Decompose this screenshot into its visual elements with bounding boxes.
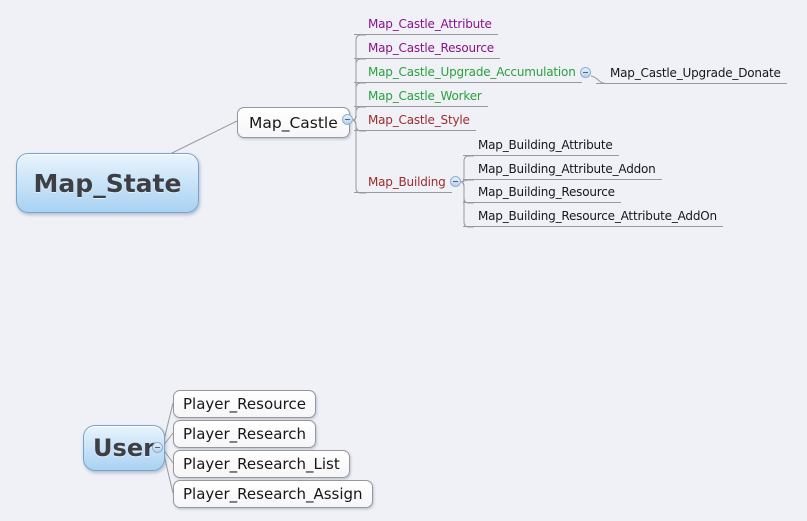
topic-label: Player_Research_Assign	[183, 485, 363, 503]
topic-map-building-attribute-addon[interactable]: Map_Building_Attribute_Addon	[463, 161, 662, 180]
topic-player-research[interactable]: Player_Research	[173, 420, 316, 448]
minus-glyph	[155, 447, 160, 448]
topic-map-castle-upgrade-donate[interactable]: Map_Castle_Upgrade_Donate	[596, 65, 787, 84]
topic-map-castle[interactable]: Map_Castle	[237, 107, 350, 138]
collapse-icon[interactable]	[450, 176, 461, 187]
collapse-icon[interactable]	[580, 67, 591, 78]
topic-player-research-list[interactable]: Player_Research_List	[173, 450, 350, 478]
topic-map-castle-style[interactable]: Map_Castle_Style	[354, 112, 476, 131]
topic-map-building-resource-attribute-addon[interactable]: Map_Building_Resource_Attribute_AddOn	[463, 208, 723, 227]
connector	[460, 179, 474, 183]
minus-glyph	[583, 72, 588, 73]
topic-map-building-attribute[interactable]: Map_Building_Attribute	[463, 137, 619, 156]
minus-glyph	[453, 181, 458, 182]
topic-map-castle-upgrade-accumulation[interactable]: Map_Castle_Upgrade_Accumulation	[354, 64, 582, 83]
topic-map-castle-worker[interactable]: Map_Castle_Worker	[354, 88, 488, 107]
topic-label: Player_Research_List	[183, 455, 340, 473]
topic-map-castle-attribute[interactable]: Map_Castle_Attribute	[354, 16, 498, 35]
minus-glyph	[345, 119, 350, 120]
topic-user[interactable]: User	[83, 425, 165, 471]
connector	[169, 120, 238, 155]
collapse-icon[interactable]	[342, 114, 353, 125]
topic-label: Player_Resource	[183, 395, 306, 413]
topic-label: User	[93, 434, 155, 462]
topic-map-state[interactable]: Map_State	[16, 153, 199, 213]
topic-map-castle-resource[interactable]: Map_Castle_Resource	[354, 40, 500, 59]
topic-label: Map_State	[33, 168, 182, 198]
topic-player-research-assign[interactable]: Player_Research_Assign	[173, 480, 373, 508]
collapse-icon[interactable]	[152, 442, 163, 453]
topic-map-building[interactable]: Map_Building	[354, 174, 452, 193]
topic-player-resource[interactable]: Player_Resource	[173, 390, 316, 418]
topic-map-building-resource[interactable]: Map_Building_Resource	[463, 184, 621, 203]
topic-label: Map_Castle	[249, 113, 338, 132]
topic-label: Player_Research	[183, 425, 306, 443]
